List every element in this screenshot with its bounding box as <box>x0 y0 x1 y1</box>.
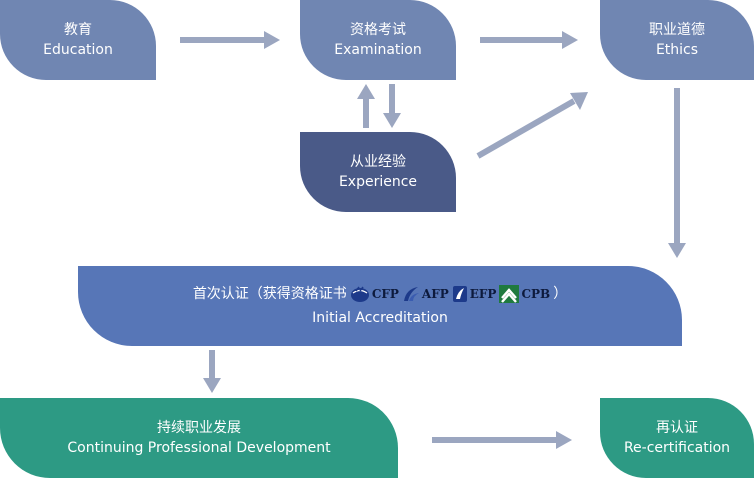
node-cpd: 持续职业发展 Continuing Professional Developme… <box>0 398 398 478</box>
node-recert-en: Re-certification <box>623 440 731 456</box>
node-education: 教育 Education <box>0 0 156 80</box>
logo-cfp: CFP <box>350 286 399 302</box>
node-cpd-cn: 持续职业发展 <box>157 420 241 436</box>
cpb-chevron-icon <box>499 285 520 303</box>
node-education-cn: 教育 <box>64 22 92 38</box>
cfp-globe-icon <box>350 286 369 302</box>
logo-cpb-text: CPB <box>521 287 551 301</box>
node-education-en: Education <box>43 42 113 58</box>
node-experience-en: Experience <box>338 174 418 190</box>
node-examination: 资格考试 Examination <box>300 0 456 80</box>
node-examination-cn: 资格考试 <box>350 22 406 38</box>
logo-efp-text: EFP <box>469 287 497 301</box>
node-experience-cn: 从业经验 <box>350 154 406 170</box>
node-recert-cn: 再认证 <box>656 420 698 436</box>
node-initial-en: Initial Accreditation <box>312 310 448 326</box>
node-experience: 从业经验 Experience <box>300 132 456 212</box>
node-initial-accreditation: 首次认证（获得资格证书 CFP AFP EFP <box>78 266 682 346</box>
efp-leaf-icon <box>452 286 467 302</box>
logo-afp-text: AFP <box>421 287 449 301</box>
arrow-cpd-to-recert <box>432 431 572 449</box>
node-examination-en: Examination <box>334 42 422 58</box>
node-recertification: 再认证 Re-certification <box>600 398 754 478</box>
node-cpd-en: Continuing Professional Development <box>67 440 331 456</box>
arrow-examination-to-ethics <box>480 31 578 49</box>
arrow-experience-to-examination <box>357 84 375 128</box>
arrow-examination-to-experience <box>383 84 401 128</box>
node-initial-cn-prefix: 首次认证（获得资格证书 <box>192 286 347 302</box>
node-ethics: 职业道德 Ethics <box>600 0 754 80</box>
initial-cert-row: 首次认证（获得资格证书 CFP AFP EFP <box>193 284 567 304</box>
node-ethics-cn: 职业道德 <box>649 22 705 38</box>
arrow-education-to-examination <box>180 31 280 49</box>
logo-cpb: CPB <box>499 285 550 303</box>
logo-efp: EFP <box>452 285 497 303</box>
node-initial-cn-suffix: ） <box>553 286 568 302</box>
arrow-initial-to-cpd <box>203 350 221 393</box>
arrow-ethics-to-initial <box>668 88 686 258</box>
logo-afp: AFP <box>402 285 449 303</box>
arrow-experience-to-ethics <box>476 92 588 159</box>
afp-swirl-icon <box>403 287 419 301</box>
logo-cfp-text: CFP <box>371 287 399 301</box>
node-ethics-en: Ethics <box>655 42 699 58</box>
